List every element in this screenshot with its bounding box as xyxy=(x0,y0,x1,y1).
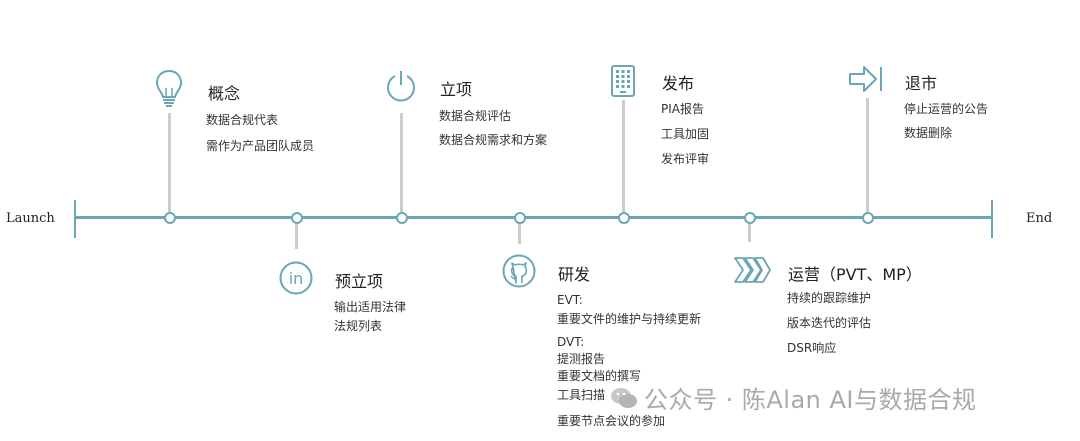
stem-project xyxy=(400,113,403,213)
stage-item-rnd-7: 重要节点会议的参加 xyxy=(557,414,666,428)
stem-release xyxy=(622,100,625,213)
stage-item-rnd-1: EVT: xyxy=(557,293,583,307)
stage-item-operation-3: DSR响应 xyxy=(787,341,837,355)
wechat-icon xyxy=(611,388,637,408)
timeline-node-release xyxy=(618,212,630,224)
power-icon xyxy=(387,71,415,102)
lightbulb-icon xyxy=(155,69,183,107)
timeline-node-retire xyxy=(862,212,874,224)
stage-title-rnd: 研发 xyxy=(558,265,591,284)
stage-item-rnd-5: 重要文档的撰写 xyxy=(557,369,642,383)
timeline-end-label: End xyxy=(1026,211,1053,226)
stage-item-project-2: 数据合规需求和方案 xyxy=(439,133,548,147)
timeline-node-rnd xyxy=(514,212,526,224)
stage-item-retire-2: 数据删除 xyxy=(904,126,953,140)
stage-item-release-1: PIA报告 xyxy=(661,102,704,116)
timeline-node-project xyxy=(396,212,408,224)
stage-item-concept-1: 数据合规代表 xyxy=(206,113,279,127)
stage-item-concept-2: 需作为产品团队成员 xyxy=(206,139,315,153)
stage-item-operation-2: 版本迭代的评估 xyxy=(787,316,872,330)
stage-item-pre-project-2: 法规列表 xyxy=(334,319,383,333)
stage-title-pre-project: 预立项 xyxy=(335,272,384,291)
timeline-node-operation xyxy=(744,212,756,224)
stage-item-rnd-4: 提测报告 xyxy=(557,352,606,366)
stage-item-rnd-2: 重要文件的维护与持续更新 xyxy=(557,312,702,326)
stage-item-pre-project-1: 输出适用法律 xyxy=(334,300,407,314)
timeline-end-cap xyxy=(991,200,993,238)
stage-title-retire: 退市 xyxy=(905,74,938,93)
stage-item-rnd-6: 工具扫描 xyxy=(557,388,606,402)
stage-title-project: 立项 xyxy=(440,80,473,99)
watermark-text: 公众号 · 陈Alan AI与数据合规 xyxy=(644,386,977,414)
stage-item-release-3: 发布评审 xyxy=(661,152,710,166)
timeline-line xyxy=(75,216,993,219)
exit-arrow-icon xyxy=(849,66,882,92)
timeline-node-pre-project xyxy=(291,212,303,224)
stage-item-release-2: 工具加固 xyxy=(661,127,710,141)
timeline-start-cap xyxy=(74,200,76,238)
stem-pre-project xyxy=(295,222,298,249)
chevrons-icon xyxy=(734,257,771,283)
stage-item-retire-1: 停止运营的公告 xyxy=(904,102,989,116)
stage-title-release: 发布 xyxy=(662,74,695,93)
stem-concept xyxy=(168,113,171,213)
stem-operation xyxy=(748,222,751,242)
svg-text:in: in xyxy=(289,269,304,288)
github-icon xyxy=(502,254,536,288)
timeline-start-label: Launch xyxy=(6,211,55,226)
stem-rnd xyxy=(518,222,521,244)
stage-item-project-1: 数据合规评估 xyxy=(439,109,512,123)
stage-title-operation: 运营（PVT、MP） xyxy=(788,265,922,284)
linkedin-icon: in xyxy=(279,261,313,295)
stage-item-operation-1: 持续的跟踪维护 xyxy=(787,291,872,305)
stage-item-rnd-3: DVT: xyxy=(557,335,585,349)
timeline-node-concept xyxy=(164,212,176,224)
stage-title-concept: 概念 xyxy=(208,84,241,103)
stem-retire xyxy=(866,98,869,213)
tablet-icon xyxy=(611,65,635,97)
